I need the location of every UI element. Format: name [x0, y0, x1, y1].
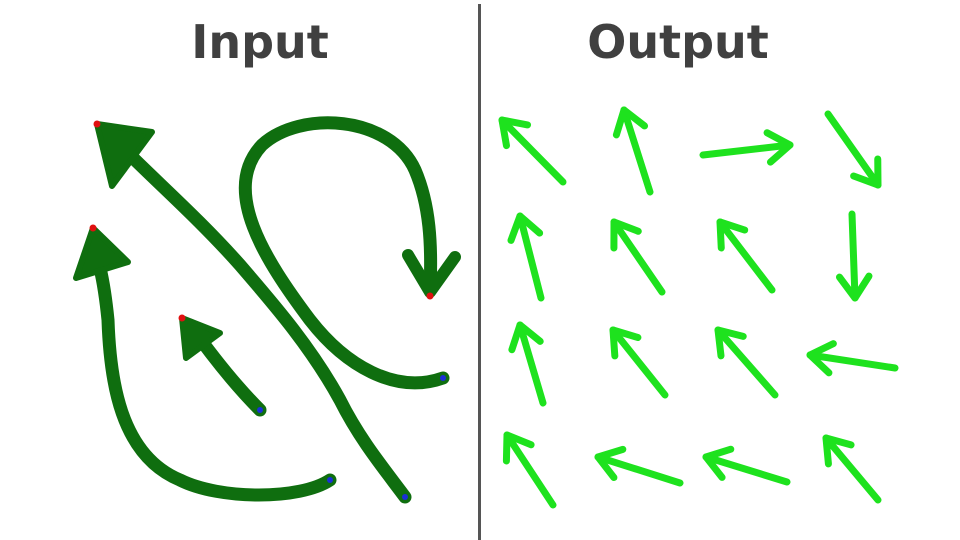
short-diagonal-arrow-start-dot	[178, 314, 186, 322]
output-arrow-r4-c1-up-left-head	[502, 431, 535, 465]
output-arrow-r3-c1-up	[508, 321, 547, 407]
output-arrow-r2-c3-up-left	[716, 218, 776, 294]
output-arrow-r1-c1-up-left-shaft	[498, 116, 567, 186]
output-panel	[498, 106, 899, 509]
output-arrow-r2-c2-up-left-head	[610, 218, 642, 252]
long-diagonal-arrow-shaft	[118, 143, 412, 504]
output-arrow-r2-c4-down-shaft	[848, 210, 859, 302]
output-arrow-r3-c3-up-left-shaft	[714, 326, 779, 399]
output-arrow-r3-c2-up-left	[609, 326, 669, 399]
output-title: Output	[587, 15, 769, 69]
output-arrow-r1-c1-up-left-head	[498, 116, 532, 150]
output-arrow-r2-c3-up-left-shaft	[716, 218, 776, 294]
output-arrow-r3-c4-left-head	[806, 340, 837, 377]
output-arrow-r4-c2-left-shaft	[594, 453, 684, 487]
output-arrow-r4-c4-up-left	[822, 434, 882, 504]
output-arrow-r1-c3-right	[699, 129, 794, 166]
output-arrow-r4-c4-up-left-shaft	[822, 434, 882, 504]
long-diagonal-arrow-start-dot	[93, 120, 101, 128]
output-arrow-r2-c4-down	[835, 210, 873, 302]
output-arrow-r3-c4-left	[806, 340, 899, 377]
long-diagonal-arrow-head	[94, 121, 155, 189]
curved-left-arrow-start-dot	[89, 224, 97, 232]
output-arrow-r4-c1-up-left	[502, 431, 557, 509]
output-arrow-r2-c1-up	[507, 212, 545, 302]
output-arrow-r2-c3-up-left-head	[716, 218, 749, 252]
input-panel	[73, 116, 461, 504]
long-diagonal-arrow-end-dot	[402, 494, 408, 500]
long-diagonal-arrow	[93, 120, 412, 504]
input-title: Input	[191, 15, 329, 69]
hook-arrow-shaft	[238, 116, 450, 390]
output-arrow-r2-c1-up-shaft	[516, 212, 545, 302]
curved-left-arrow-end-dot	[327, 477, 333, 483]
short-diagonal-arrow-end-dot	[257, 407, 263, 413]
output-arrow-r2-c2-up-left	[610, 218, 666, 296]
output-arrow-r3-c4-left-shaft	[806, 351, 899, 372]
output-arrow-r1-c2-up	[612, 106, 654, 196]
output-arrow-r4-c2-left-head	[594, 445, 627, 482]
output-arrow-r4-c3-left-head	[702, 445, 735, 481]
short-diagonal-arrow-head	[179, 315, 223, 361]
output-arrow-r3-c1-up-shaft	[516, 321, 547, 407]
curved-left-arrow	[73, 224, 337, 502]
output-arrow-r3-c3-up-left	[714, 326, 779, 399]
output-arrow-r2-c1-up-head	[507, 212, 544, 244]
output-arrow-r1-c4-down-right-head	[850, 155, 882, 189]
output-arrow-r1-c1-up-left	[498, 116, 567, 186]
curved-left-arrow-head	[73, 225, 131, 281]
output-arrow-r4-c1-up-left-shaft	[503, 431, 557, 509]
output-arrow-r3-c2-up-left-head	[609, 326, 642, 360]
output-arrow-r1-c4-down-right-shaft	[824, 110, 882, 189]
panel-divider	[478, 4, 481, 540]
output-arrow-r3-c1-up-head	[508, 321, 544, 354]
hook-arrow-head	[402, 249, 461, 298]
output-arrow-r1-c3-right-head	[763, 129, 794, 166]
short-diagonal-arrow	[178, 314, 267, 417]
output-arrow-r2-c4-down-head	[835, 272, 873, 302]
output-arrow-r3-c2-up-left-shaft	[609, 326, 669, 399]
output-arrow-r4-c3-left	[702, 445, 791, 486]
output-arrow-r1-c2-up-shaft	[620, 106, 654, 196]
output-arrow-r2-c2-up-left-shaft	[610, 218, 666, 296]
output-arrow-r4-c4-up-left-head	[822, 434, 855, 468]
hook-arrow	[238, 116, 461, 390]
output-arrow-r1-c3-right-shaft	[699, 141, 794, 159]
output-arrow-r4-c2-left	[594, 445, 684, 487]
output-arrow-r1-c4-down-right	[824, 110, 882, 189]
hook-arrow-start-dot	[426, 292, 434, 300]
output-arrow-r4-c3-left-shaft	[702, 453, 791, 486]
output-arrow-r1-c2-up-head	[612, 106, 649, 139]
curved-left-arrow-shaft	[93, 261, 337, 502]
output-arrow-r3-c3-up-left-head	[714, 326, 747, 360]
hook-arrow-end-dot	[440, 375, 446, 381]
